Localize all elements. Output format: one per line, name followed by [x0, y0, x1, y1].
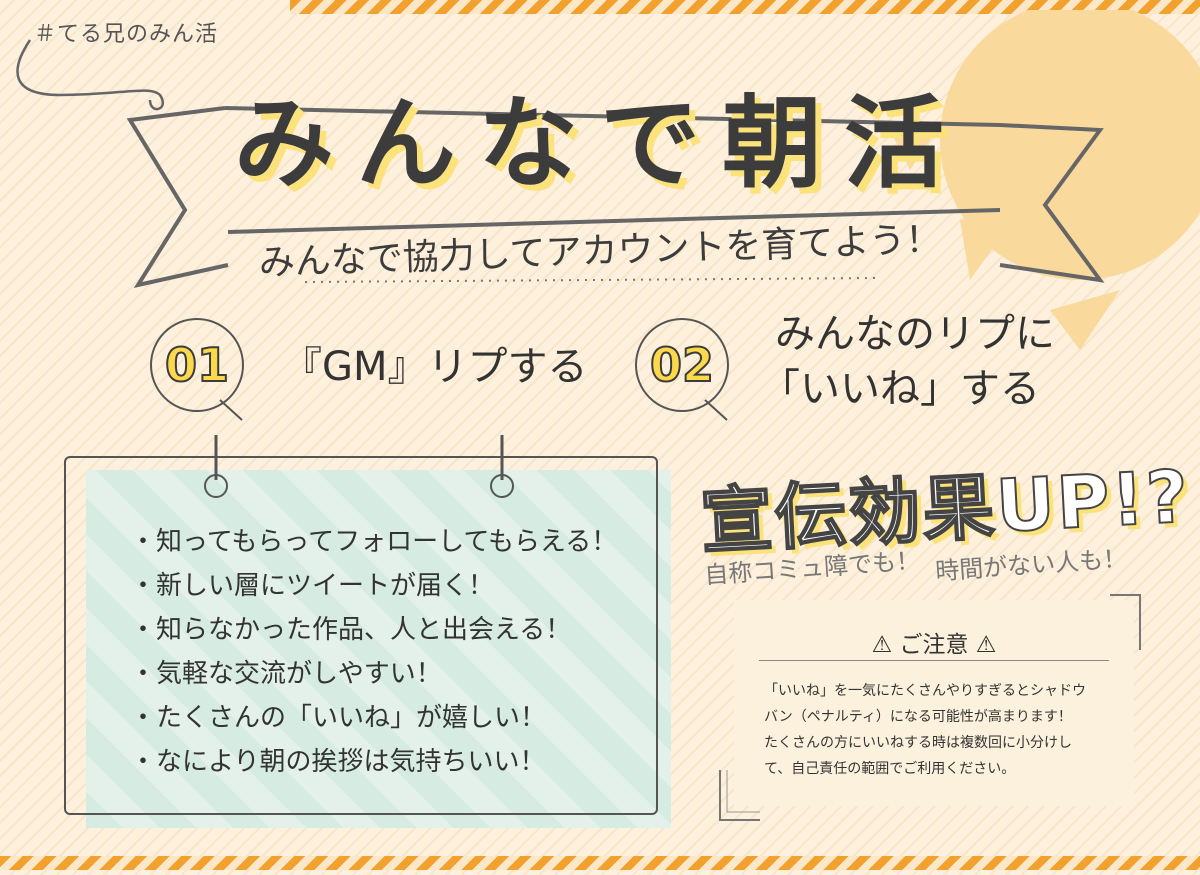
- list-item: なにより朝の挨拶は気持ちいい！: [130, 740, 617, 784]
- benefits-list: 知ってもらってフォローしてもらえる！ 新しい層にツイートが届く！ 知らなかった作…: [130, 520, 617, 784]
- notice-line: て、自己責任の範囲でご利用ください。: [764, 761, 1016, 777]
- top-stripe-band: [290, 0, 1200, 14]
- hashtag-curl-line: [16, 39, 164, 111]
- notice-box: ⚠ ご注意 ⚠ 「いいね」を一気にたくさんやりすぎるとシャドウ バン（ペナルティ…: [734, 600, 1134, 806]
- step-1-label: 『GM』リプする: [282, 344, 588, 390]
- notice-line: 「いいね」を一気にたくさんやりすぎるとシャドウ: [764, 683, 1086, 699]
- notice-divider: [759, 660, 1109, 661]
- step-1-magnifier-handle: [219, 399, 243, 421]
- list-item: 新しい層にツイートが届く！: [130, 564, 617, 608]
- step-2-label-line1: みんなのリプに: [775, 311, 1055, 357]
- step-2-label-line2: 「いいね」する: [760, 366, 1040, 412]
- list-item: 知らなかった作品、人と出会える！: [130, 608, 617, 652]
- list-item: 知ってもらってフォローしてもらえる！: [130, 520, 617, 564]
- step-2-magnifier-handle: [704, 399, 728, 421]
- step-2-number: 02: [635, 318, 729, 412]
- board-frame: [64, 456, 658, 815]
- list-item: たくさんの「いいね」が嬉しい！: [130, 696, 617, 740]
- sun-icon: [890, 10, 1200, 350]
- notice-title: ⚠ ご注意 ⚠: [871, 632, 997, 658]
- page-title: みんなで朝活: [234, 85, 966, 202]
- bottom-stripe-band: [0, 856, 1200, 870]
- board-pins: [204, 435, 514, 498]
- hashtag-label: ＃てる兄のみん活: [34, 22, 219, 47]
- notice-line: たくさんの方にいいねする時は複数回に小分けし: [764, 735, 1072, 751]
- ribbon-banner: [126, 106, 1105, 288]
- notice-body: 「いいね」を一気にたくさんやりすぎるとシャドウ バン（ペナルティ）になる可能性が…: [764, 678, 1109, 782]
- list-item: 気軽な交流がしやすい！: [130, 652, 617, 696]
- step-1-number: 01: [150, 318, 244, 412]
- notice-line: バン（ペナルティ）になる可能性が高まります！: [764, 709, 1072, 725]
